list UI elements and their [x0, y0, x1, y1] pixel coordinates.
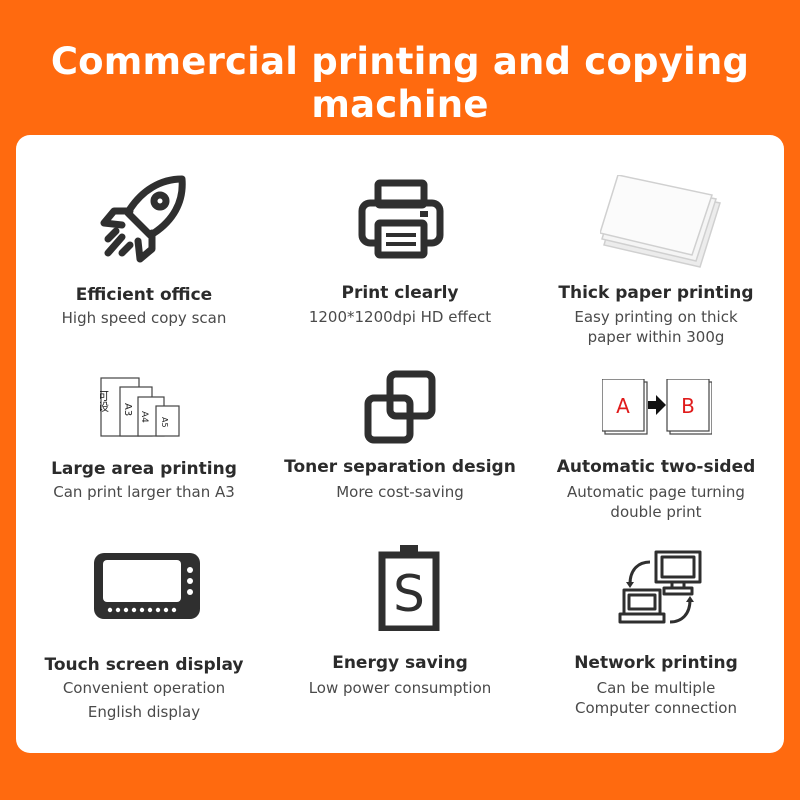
feature-title: Thick paper printing: [558, 283, 754, 303]
toner-separation-icon: [364, 370, 436, 444]
feature-large-area: 可设 A3 A4 A5 Large area printing Can prin…: [16, 350, 272, 520]
feature-print-clearly: Print clearly 1200*1200dpi HD effect: [272, 135, 528, 335]
touch-screen-icon: [94, 553, 200, 619]
paper-size-label: A5: [160, 417, 169, 428]
feature-title: Network printing: [574, 653, 738, 673]
feature-desc-line: Automatic page turning: [567, 483, 745, 501]
network-icon: [618, 550, 702, 624]
feature-desc-line: More cost-saving: [336, 483, 464, 501]
feature-desc-line: Computer connection: [575, 699, 737, 717]
feature-desc-line: Can be multiple: [596, 679, 716, 697]
paper-size-label: A4: [139, 411, 149, 423]
feature-energy-saving: S Energy saving Low power consumption: [272, 540, 528, 740]
feature-efficient-office: Efficient office High speed copy scan: [16, 135, 272, 335]
feature-title: Efficient office: [75, 285, 213, 305]
feature-network-printing: Network printing Can be multiple Compute…: [528, 540, 784, 740]
side-a-label: A: [616, 394, 630, 418]
paper-stack-icon: [600, 175, 721, 268]
feature-title: Print clearly: [341, 283, 459, 303]
feature-touch-screen: Touch screen display Convenient operatio…: [16, 540, 272, 740]
feature-title: Automatic two-sided: [556, 457, 756, 477]
paper-size-label: A3: [122, 403, 133, 416]
feature-desc-line: Convenient operation: [62, 679, 226, 697]
feature-desc-line: Can print larger than A3: [53, 483, 235, 501]
feature-two-sided: A B Automatic two-sided Automatic page t…: [528, 350, 784, 525]
feature-thick-paper: Thick paper printing Easy printing on th…: [528, 135, 784, 346]
printer-icon: [358, 179, 444, 259]
feature-toner-separation: Toner separation design More cost-saving: [272, 350, 528, 520]
features-card: Efficient office High speed copy scan Pr…: [16, 135, 784, 753]
feature-title: Energy saving: [332, 653, 468, 673]
paper-size-label: 可设: [100, 390, 110, 413]
feature-title: Touch screen display: [44, 655, 244, 675]
feature-desc-line: High speed copy scan: [61, 309, 227, 327]
feature-desc-line: Easy printing on thick: [574, 308, 738, 326]
feature-desc-line: paper within 300g: [587, 328, 725, 346]
paper-sizes-icon: 可设 A3 A4 A5: [100, 377, 180, 437]
feature-title: Large area printing: [51, 459, 237, 479]
rocket-icon: [100, 175, 186, 263]
feature-desc-line: English display: [87, 703, 201, 721]
feature-desc-line: 1200*1200dpi HD effect: [308, 308, 492, 326]
side-b-label: B: [681, 394, 695, 418]
page-title: Commercial printing and copying machine: [50, 40, 750, 126]
energy-saving-icon: S: [378, 545, 440, 631]
feature-desc-line: double print: [610, 503, 702, 521]
feature-title: Toner separation design: [284, 457, 516, 477]
energy-label: S: [393, 565, 425, 623]
feature-desc-line: Low power consumption: [308, 679, 492, 697]
two-sided-icon: A B: [602, 379, 712, 435]
